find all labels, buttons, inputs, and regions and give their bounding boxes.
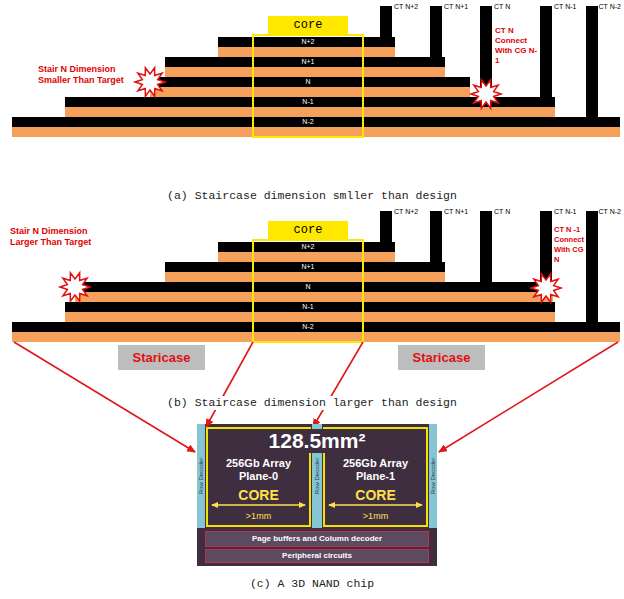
staircase-tag: Staricase — [398, 345, 485, 370]
layer-label: N-2 — [302, 323, 313, 331]
nand-chip: 128.5mm² Row Decoder 256Gb Array Plane-0CO… — [197, 424, 437, 566]
core-outline — [253, 240, 363, 342]
contact-label: CT N-1 — [554, 208, 576, 216]
dimension-arrow — [212, 504, 305, 506]
pointer-arrows — [14, 342, 618, 452]
error-burst — [60, 273, 90, 302]
caption: (a) Staircase dimension smller than desi… — [164, 189, 460, 203]
page-buffer-block: Page buffers and Column decoder — [205, 531, 429, 547]
staircase-tag: Staricase — [118, 345, 205, 370]
node-text: Staricase — [133, 350, 191, 365]
callout-note: Stair N Dimension Larger Than Target — [10, 226, 102, 248]
layer-stack-b — [12, 242, 620, 342]
layer-label: N-1 — [302, 98, 313, 106]
node-text: Staricase — [413, 350, 471, 365]
contact-label: CT N+1 — [444, 208, 468, 216]
contact-label: CT N-2 — [599, 208, 621, 216]
caption: (c) A 3D NAND chip — [247, 577, 377, 591]
contact-bars-b — [380, 211, 598, 322]
contact-label: CT N+2 — [394, 3, 418, 11]
contact-label: CT N+2 — [394, 208, 418, 216]
core-box: core — [268, 16, 348, 34]
layer-label: N-1 — [302, 303, 313, 311]
error-burst — [471, 80, 501, 109]
chip-die — [197, 424, 437, 566]
callout-note: Stair N Dimension Smaller Than Target — [38, 64, 130, 86]
node-text: Page buffers and Column decoder — [252, 534, 382, 544]
contact-label: CT N+1 — [444, 3, 468, 11]
error-burst — [531, 274, 561, 303]
contact-label: CT N — [494, 3, 510, 11]
node-text: 256Gb Array Plane-1 — [334, 457, 418, 483]
node-text: >1mm — [246, 511, 271, 522]
layer-label: N-2 — [302, 118, 313, 126]
layer-label: N+2 — [301, 243, 314, 251]
layer-label: N+2 — [301, 38, 314, 46]
error-burst — [135, 68, 165, 97]
node-text: >1mm — [363, 511, 388, 522]
node-text: 256Gb Array Plane-0 — [217, 457, 301, 483]
layer-label: N+1 — [301, 263, 314, 271]
row-decoder: Row Decoder — [197, 424, 205, 528]
layer-label: N+1 — [301, 58, 314, 66]
node-text: Row Decoder — [314, 458, 321, 494]
node-text: Row Decoder — [430, 458, 437, 494]
layer-label: N — [305, 283, 310, 291]
node-text: Peripheral circuits — [282, 551, 352, 561]
node-text: 128.5mm² — [267, 429, 368, 453]
callout-note: CT N Connect With CG N-1 — [495, 26, 539, 66]
core-box: core — [268, 221, 348, 239]
node-text: CORE — [238, 487, 278, 503]
contact-label: CT N-2 — [599, 3, 621, 11]
node-text: core — [294, 18, 323, 32]
callout-note: CT N -1 Connect With CG N — [554, 225, 586, 265]
contact-bars-a — [380, 6, 598, 117]
contact-label: CT N-1 — [554, 3, 576, 11]
peripheral-block: Peripheral circuits — [205, 549, 429, 563]
node-text: Row Decoder — [198, 458, 205, 494]
core-outline — [253, 35, 363, 137]
dimension-arrow — [329, 504, 422, 506]
caption: (b) Staircase dimension larger than desi… — [164, 396, 460, 410]
contact-label: CT N — [494, 208, 510, 216]
layer-label: N — [305, 78, 310, 86]
node-text: core — [294, 223, 323, 237]
row-decoder: Row Decoder — [429, 424, 437, 528]
node-text: CORE — [355, 487, 395, 503]
